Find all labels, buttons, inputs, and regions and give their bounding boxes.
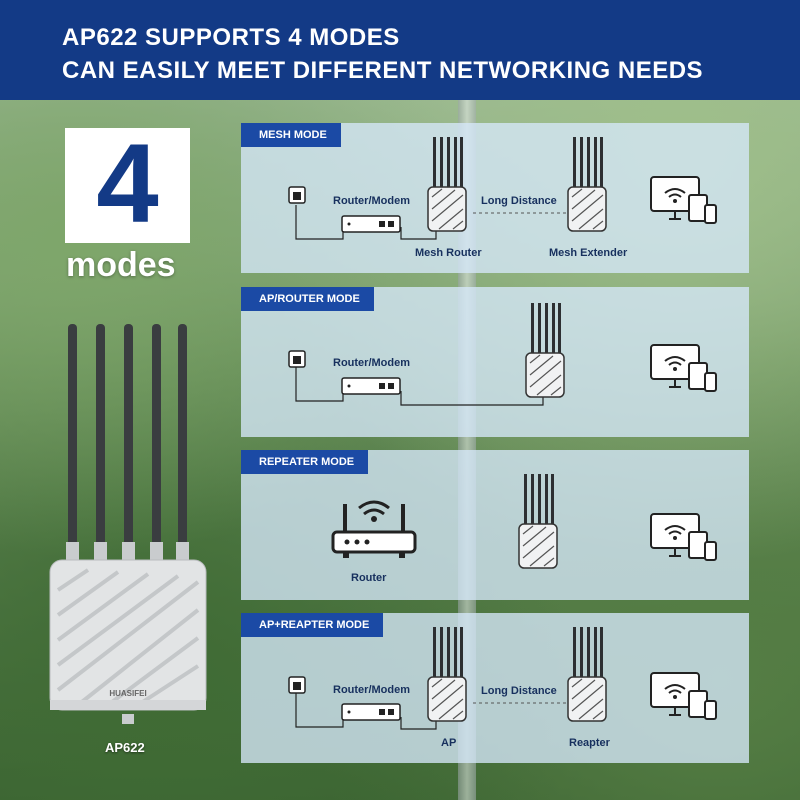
brand-label: HUASIFEI xyxy=(109,689,146,698)
mesh-extender-device-icon xyxy=(567,137,607,247)
client-devices-icon xyxy=(649,175,719,230)
router-modem-label: Router/Modem xyxy=(333,357,410,369)
header-title-line1: AP622 SUPPORTS 4 MODES xyxy=(62,24,400,51)
panel-repeater-tag: REPEATER MODE xyxy=(241,450,369,474)
ap-label: AP xyxy=(441,737,457,749)
ap622-device-image: HUASIFEI xyxy=(49,324,207,724)
panel-ap-router-tag: AP/ROUTER MODE xyxy=(241,287,374,311)
router-label: Router xyxy=(351,572,387,584)
modes-count-number: 4 xyxy=(96,121,159,246)
cable-lines xyxy=(295,367,544,406)
wifi-router-icon xyxy=(329,496,419,566)
panel-ap-repeater-tag: AP+REAPTER MODE xyxy=(241,613,384,637)
client-devices-icon xyxy=(649,671,719,726)
client-devices-icon xyxy=(649,343,719,398)
repeater-label: Reapter xyxy=(569,737,610,749)
cable-lines xyxy=(295,205,437,240)
product-name: AP622 xyxy=(105,740,145,755)
router-modem-label: Router/Modem xyxy=(333,195,410,207)
header-title-line2: CAN EASILY MEET DIFFERENT NETWORKING NEE… xyxy=(62,57,704,84)
modes-count-badge: 4 xyxy=(65,124,190,244)
long-distance-label: Long Distance xyxy=(481,685,557,697)
router-modem-label: Router/Modem xyxy=(333,684,410,696)
ap622-device-icon xyxy=(518,474,558,584)
ap-device-icon xyxy=(427,627,467,737)
panel-ap-router-mode: AP/ROUTER MODE Router/Modem xyxy=(241,287,749,437)
dashed-link-line xyxy=(473,702,573,704)
header-banner: AP622 SUPPORTS 4 MODES CAN EASILY MEET D… xyxy=(0,0,800,100)
dashed-link-line xyxy=(473,212,573,214)
mesh-extender-label: Mesh Extender xyxy=(549,247,628,259)
modes-caption: modes xyxy=(66,246,176,284)
panel-repeater-mode: REPEATER MODE Router xyxy=(241,450,749,600)
panel-mesh-mode: MESH MODE Router/Modem Long Distance Mes… xyxy=(241,123,749,273)
client-devices-icon xyxy=(649,512,719,567)
ap622-device-icon xyxy=(525,303,565,413)
long-distance-label: Long Distance xyxy=(481,195,557,207)
panel-mesh-tag: MESH MODE xyxy=(241,123,341,147)
cable-lines xyxy=(295,693,437,730)
mesh-router-device-icon xyxy=(427,137,467,247)
mesh-router-label: Mesh Router xyxy=(415,247,482,259)
repeater-device-icon xyxy=(567,627,607,737)
panel-ap-repeater-mode: AP+REAPTER MODE Router/Modem Long Distan… xyxy=(241,613,749,763)
